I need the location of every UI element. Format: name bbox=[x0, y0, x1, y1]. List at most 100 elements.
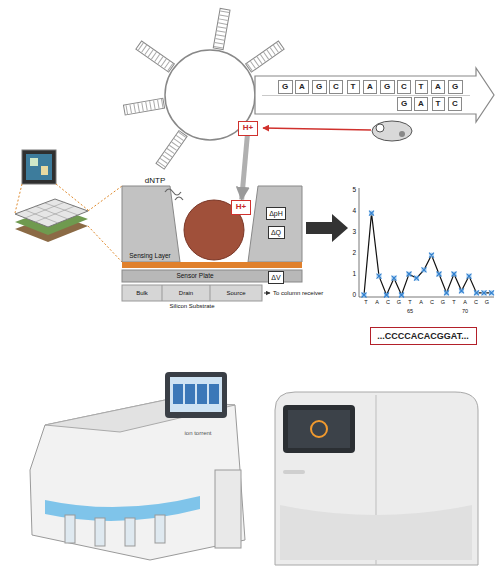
layer-label: Sensing Layer bbox=[129, 253, 171, 260]
brand-logo: ion torrent bbox=[184, 430, 211, 436]
layer-label: Silicon Substrate bbox=[169, 303, 214, 309]
base-box: T bbox=[432, 97, 445, 111]
sequencer-instrument bbox=[155, 515, 165, 543]
flow-base: G bbox=[397, 300, 401, 306]
dna-strand bbox=[140, 46, 171, 68]
dna-strand bbox=[218, 10, 225, 47]
node-text: A bbox=[418, 100, 424, 108]
flow-base: A bbox=[375, 300, 379, 306]
sequencer-instrument bbox=[275, 392, 478, 565]
base-box: C bbox=[448, 97, 462, 111]
base-box: A bbox=[363, 80, 377, 94]
base-box: G bbox=[448, 80, 463, 94]
signal-chart bbox=[384, 292, 389, 297]
node-text: T bbox=[436, 100, 441, 108]
sequence-box: ...CCCCACACGGAT... bbox=[370, 327, 477, 345]
sensor-well bbox=[165, 189, 181, 195]
signal-chart bbox=[481, 290, 486, 295]
polymerase bbox=[376, 124, 384, 132]
signal-chart bbox=[361, 211, 494, 298]
sensor-array bbox=[25, 210, 58, 223]
polymerase bbox=[263, 121, 412, 141]
signal-chart bbox=[361, 292, 366, 297]
sequencer-instrument bbox=[197, 384, 207, 404]
signal-chart bbox=[369, 211, 374, 216]
chip-image bbox=[41, 166, 48, 175]
axis-tick: 0 bbox=[352, 292, 356, 299]
signal-chart bbox=[392, 276, 397, 281]
base-box: A bbox=[414, 97, 428, 111]
base-box: G bbox=[397, 97, 412, 111]
signal-chart bbox=[482, 290, 487, 295]
terminal-label: Drain bbox=[179, 290, 193, 296]
sequencer-instrument bbox=[275, 392, 478, 565]
axis-tick: 3 bbox=[352, 229, 356, 236]
sequencer-instrument bbox=[185, 384, 195, 404]
dna-bead bbox=[123, 8, 494, 169]
sequencer-instrument bbox=[280, 505, 472, 560]
signal-chart bbox=[429, 253, 434, 258]
dna-strand bbox=[123, 98, 164, 115]
sequencer-instrument bbox=[288, 410, 350, 448]
sensor-well bbox=[248, 186, 302, 262]
signal-chart bbox=[391, 276, 396, 281]
chart-axes bbox=[359, 297, 494, 298]
signal-chart bbox=[399, 293, 404, 298]
node-text: ΔQ bbox=[271, 229, 281, 236]
flow-base: T bbox=[408, 300, 411, 306]
chip-image bbox=[26, 154, 52, 180]
polymerase bbox=[263, 128, 371, 130]
sensor-well bbox=[162, 285, 163, 301]
base-box: T bbox=[347, 80, 360, 94]
flow-base: T bbox=[452, 300, 455, 306]
signal-chart bbox=[467, 274, 472, 279]
flow-base: A bbox=[463, 300, 467, 306]
base-box: A bbox=[431, 80, 445, 94]
sensor-well bbox=[122, 186, 302, 301]
axis-tick: 65 bbox=[407, 309, 413, 315]
node-text: G bbox=[384, 83, 390, 91]
sequencer-instrument bbox=[165, 372, 227, 418]
signal-chart bbox=[444, 290, 449, 295]
sequencer-instrument bbox=[95, 518, 105, 546]
signal-chart bbox=[364, 213, 492, 295]
node-text: A bbox=[435, 83, 441, 91]
signal-chart bbox=[362, 293, 367, 298]
sensor-well bbox=[210, 285, 211, 301]
base-box: A bbox=[295, 80, 309, 94]
chip-image bbox=[15, 184, 22, 213]
sequencer-instrument bbox=[125, 518, 135, 546]
base-box: G bbox=[312, 80, 327, 94]
sensor-array bbox=[15, 186, 122, 262]
node-text: T bbox=[419, 83, 424, 91]
sequencer-instrument bbox=[283, 470, 305, 474]
signal-chart bbox=[436, 271, 441, 276]
sensor-array bbox=[25, 202, 65, 218]
signal-chart bbox=[437, 272, 442, 277]
signal-box: ΔV bbox=[268, 271, 284, 284]
layer-label: Sensor Plate bbox=[176, 273, 213, 280]
sensor-well bbox=[264, 293, 270, 294]
base-box: C bbox=[329, 80, 343, 94]
signal-chart bbox=[444, 290, 449, 295]
signal-chart bbox=[459, 288, 464, 293]
base-box: G bbox=[278, 80, 293, 94]
signal-chart bbox=[421, 267, 426, 272]
signal-chart bbox=[377, 274, 382, 279]
sensor-array bbox=[35, 206, 75, 222]
polymerase bbox=[399, 131, 405, 137]
sequencer-instrument bbox=[170, 377, 222, 412]
flow-arrow bbox=[306, 214, 348, 242]
node-text: C bbox=[333, 83, 339, 91]
dna-strand bbox=[156, 131, 187, 170]
node-text: ΔV bbox=[271, 274, 280, 281]
dna-strand bbox=[161, 134, 183, 165]
sensing-layer bbox=[122, 262, 302, 268]
flow-base: G bbox=[441, 300, 445, 306]
sequencer-instrument bbox=[215, 470, 241, 548]
dna-strand bbox=[136, 41, 175, 72]
signal-chart bbox=[429, 253, 434, 258]
signal-chart bbox=[407, 272, 412, 277]
proton-box: H+ bbox=[238, 121, 258, 136]
